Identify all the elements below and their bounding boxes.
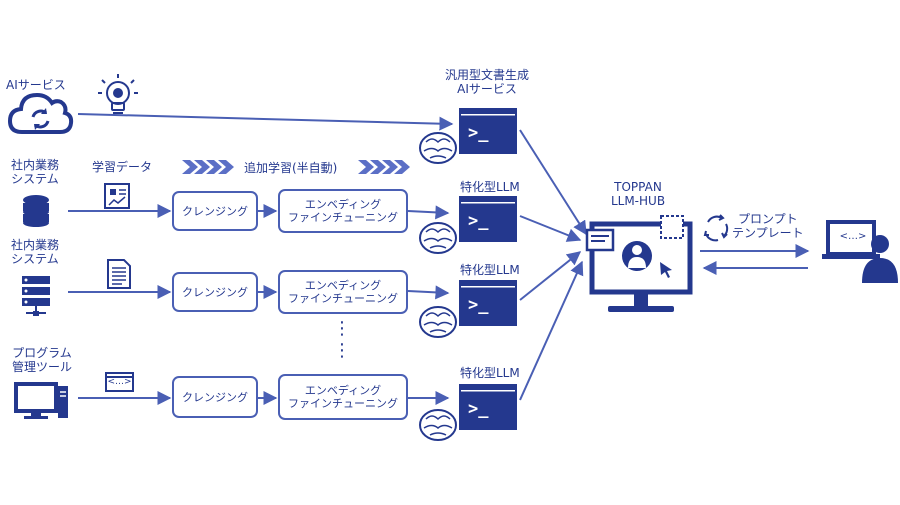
cleansing-box-2: クレンジング <box>172 272 258 312</box>
svg-text:>_: >_ <box>468 211 489 231</box>
more-pipelines-dots-1: ⋮ <box>333 318 351 339</box>
specialized-llm-2-label: 特化型LLM <box>460 263 520 277</box>
ai-service-label: AIサービス <box>6 78 66 92</box>
code-window-icon <box>105 372 134 392</box>
prompt-template-label: プロンプト テンプレート <box>732 212 804 240</box>
training-data-label: 学習データ <box>92 160 153 174</box>
more-pipelines-dots-2: ⋮ <box>333 340 351 361</box>
program-tool-line1: プログラム <box>12 346 72 360</box>
refresh-cycle-icon <box>703 214 729 242</box>
embedding-box-2: エンベディング ファインチューニング <box>278 270 408 314</box>
user-laptop-icon <box>822 220 898 283</box>
embedding-box-1: エンベディング ファインチューニング <box>278 189 408 233</box>
embedding-box-2-line1: エンベディング <box>304 279 382 292</box>
internal-system-2-label: 社内業務 システム <box>4 238 66 266</box>
internal-system-1-line1: 社内業務 <box>10 158 59 172</box>
embedding-box-3-line2: ファインチューニング <box>288 397 398 410</box>
embedding-box-1-line1: エンベディング <box>304 198 382 211</box>
embedding-box-3: エンベディング ファインチューニング <box>278 374 408 420</box>
cleansing-box-1: クレンジング <box>172 191 258 231</box>
cleansing-box-1-label: クレンジング <box>182 204 248 218</box>
document-icon <box>107 259 131 289</box>
internal-system-2-line2: システム <box>11 252 59 266</box>
desktop-computer-icon <box>14 382 68 419</box>
flow-arrows <box>68 113 810 405</box>
hub-title-line1: TOPPAN <box>614 180 662 194</box>
terminal-icon: >_ >_ >_ >_ <box>459 108 517 430</box>
program-tool-line2: 管理ツール <box>11 360 72 374</box>
code-badge-text: <…> <box>107 377 132 387</box>
general-llm-title-line2: AIサービス <box>457 82 517 96</box>
cloud-sync-icon <box>7 92 74 134</box>
chart-document-icon <box>104 183 130 209</box>
hub-monitor-icon <box>585 215 693 312</box>
hub-title-line2: LLM-HUB <box>610 194 666 208</box>
svg-text:>_: >_ <box>468 295 489 315</box>
general-llm-title: 汎用型文書生成 AIサービス <box>432 68 542 96</box>
internal-system-2-line1: 社内業務 <box>10 238 59 252</box>
svg-text:>_: >_ <box>468 123 489 143</box>
specialized-llm-1-label: 特化型LLM <box>460 180 520 194</box>
cleansing-box-2-label: クレンジング <box>182 285 248 299</box>
embedding-box-3-line1: エンベディング <box>304 384 382 397</box>
progress-chevrons-right <box>358 160 410 174</box>
prompt-template-line1: プロンプト <box>738 212 798 226</box>
lightbulb-icon <box>98 74 138 114</box>
database-icon <box>23 195 49 227</box>
embedding-box-1-line2: ファインチューニング <box>288 211 398 224</box>
specialized-llm-3-label: 特化型LLM <box>460 366 520 380</box>
embedding-box-2-line2: ファインチューニング <box>288 292 398 305</box>
laptop-code-text: <…> <box>839 231 867 242</box>
brain-icon <box>419 132 457 441</box>
progress-chevrons-left <box>182 160 234 174</box>
general-llm-title-line1: 汎用型文書生成 <box>444 68 529 82</box>
additional-training-label: 追加学習(半自動) <box>244 161 338 175</box>
program-tool-label: プログラム 管理ツール <box>4 346 80 374</box>
cleansing-box-3: クレンジング <box>172 376 258 418</box>
server-icon <box>22 276 50 316</box>
svg-text:>_: >_ <box>468 399 489 419</box>
internal-system-1-label: 社内業務 システム <box>4 158 66 186</box>
hub-title: TOPPAN LLM-HUB <box>596 180 680 208</box>
cleansing-box-3-label: クレンジング <box>182 390 248 404</box>
prompt-template-line2: テンプレート <box>732 226 804 240</box>
internal-system-1-line2: システム <box>11 172 59 186</box>
